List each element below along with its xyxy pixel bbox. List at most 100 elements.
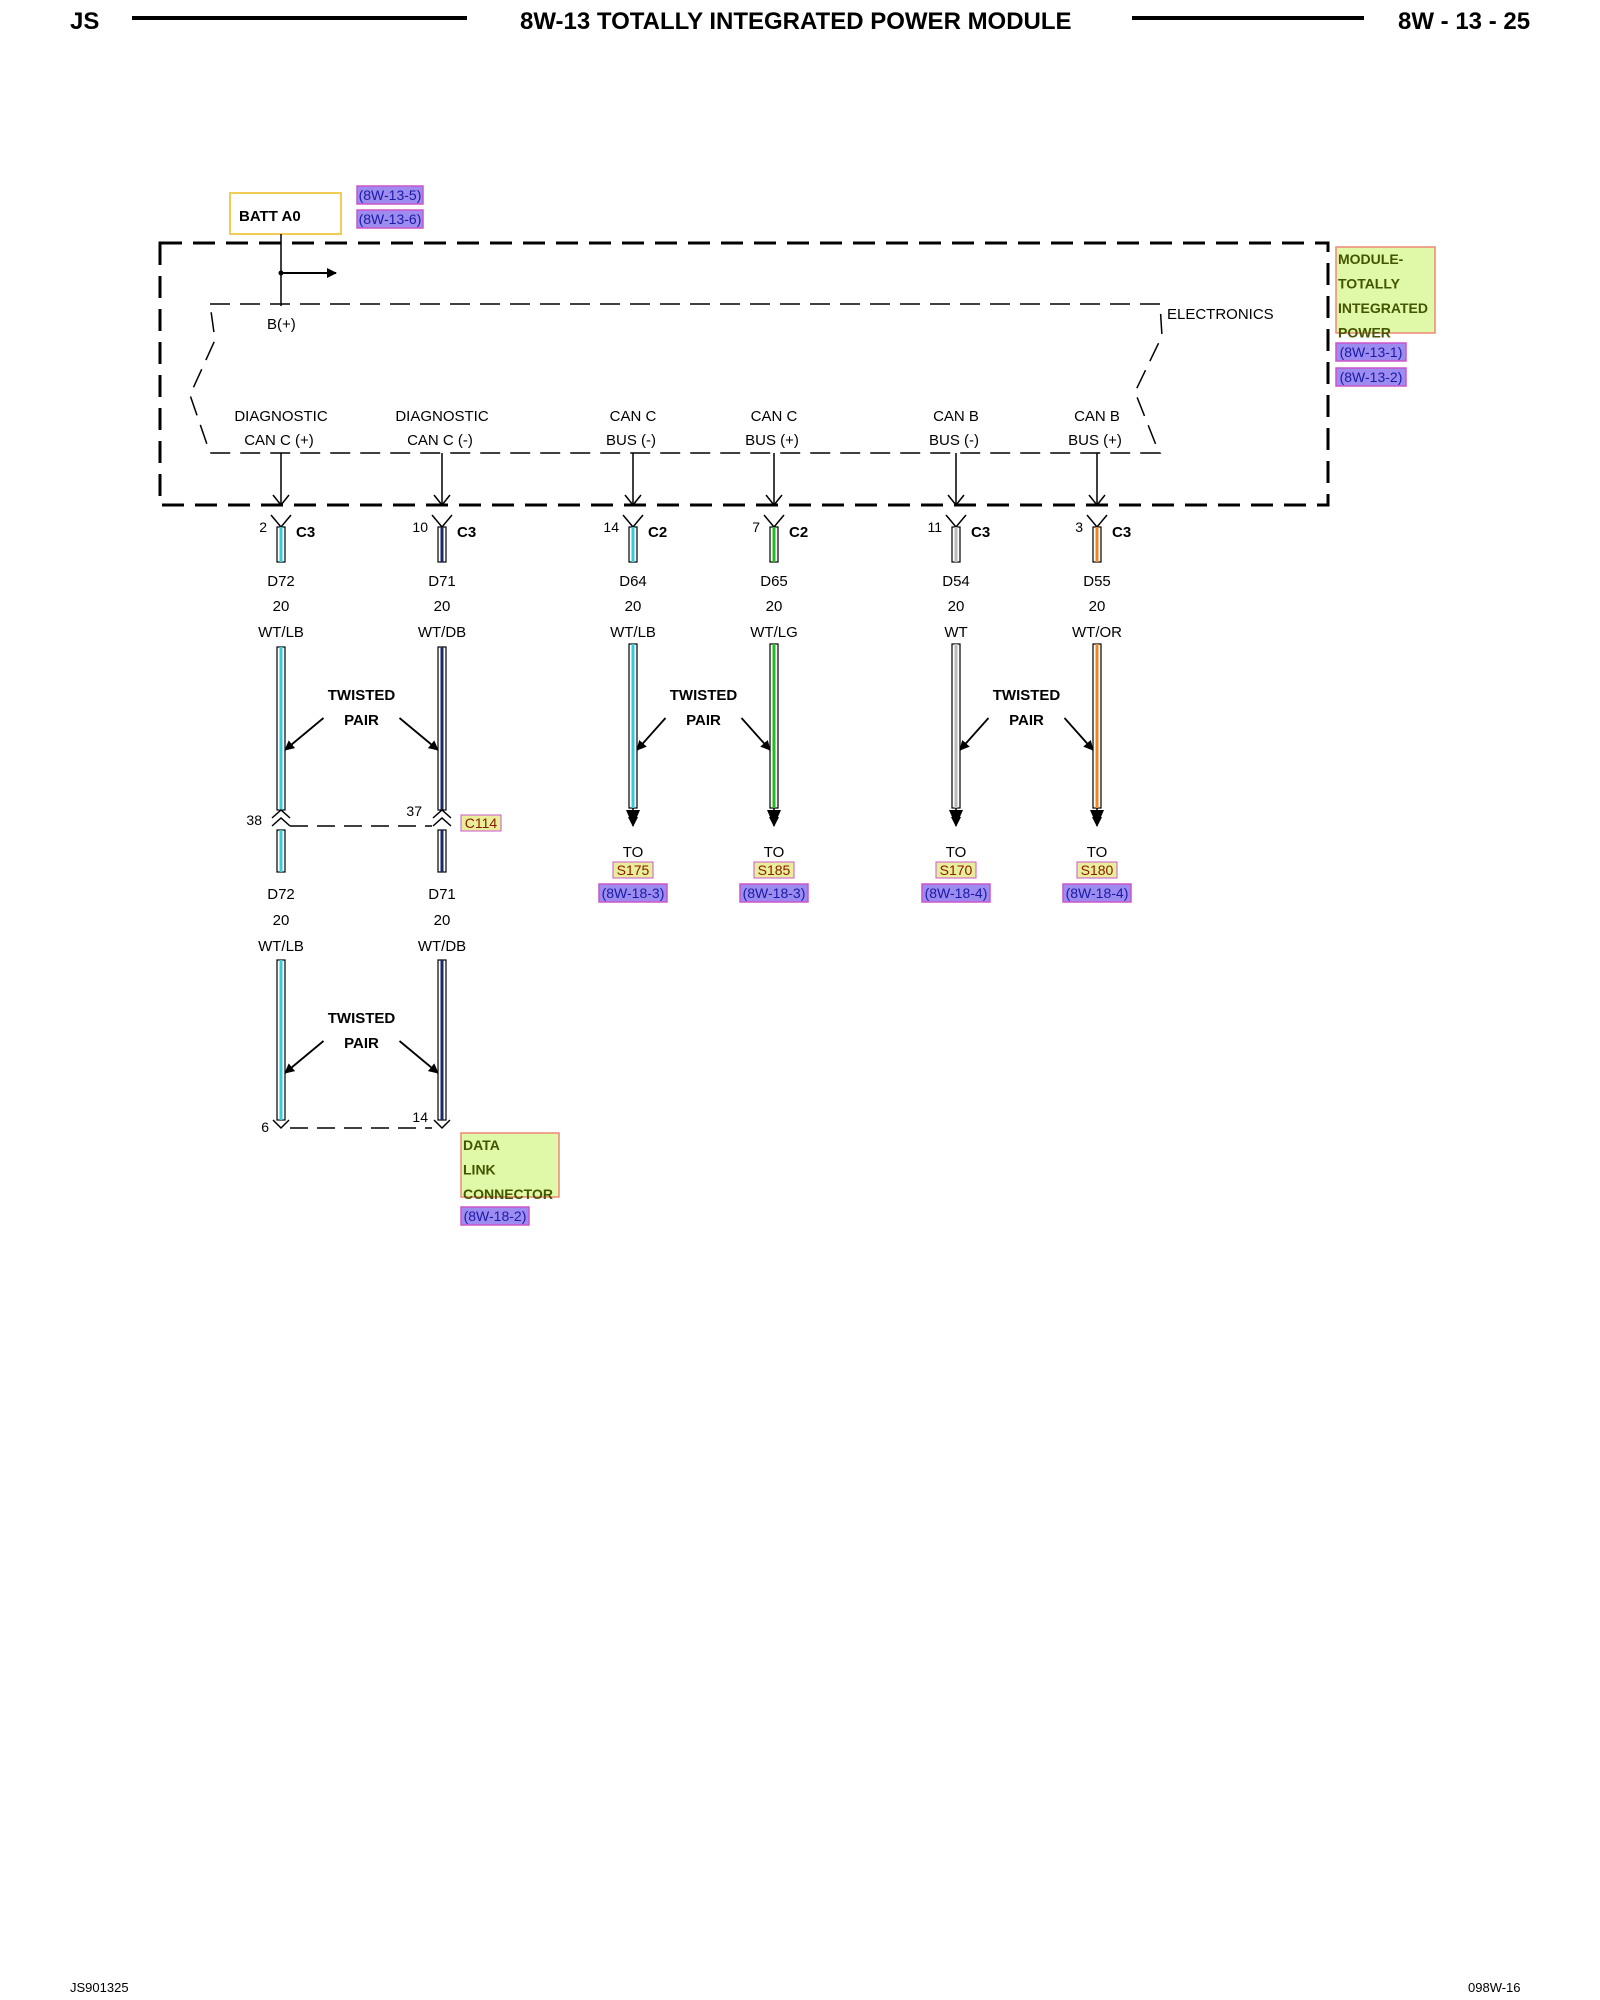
lower-gauge-0: 20 — [273, 912, 290, 929]
wire-4-main-stripe — [954, 644, 958, 808]
dest-ref-0-box — [598, 883, 668, 903]
dest-ref-0: (8W-18-3) — [602, 885, 665, 901]
dlc-ref: (8W-18-2) — [464, 1208, 527, 1224]
dlc-name-line-2: CONNECTOR — [463, 1186, 553, 1202]
connector-2-female — [622, 514, 644, 529]
wire-0-stub — [276, 526, 286, 563]
footer-left: JS901325 — [70, 1980, 129, 1995]
module-ref-1-box — [1335, 342, 1407, 362]
wire-d71-upper-stripe — [440, 647, 444, 810]
wires-layer — [270, 514, 1108, 1130]
wire-5-stub — [1092, 526, 1102, 563]
connector-5-female — [1086, 514, 1108, 529]
wire-d72-upper-stripe — [279, 647, 283, 810]
pin-label-2-line2: BUS (-) — [606, 432, 656, 449]
wire-d72-lower-stripe — [279, 960, 283, 1120]
wire-4-arrowhead — [949, 810, 963, 826]
wire-4-main — [951, 643, 961, 809]
twisted-pair-diag-lower-arrow-left — [284, 1040, 325, 1074]
twisted-pair-diag-lower-arrow-right — [398, 1040, 439, 1074]
module-name-line-0: MODULE- — [1338, 251, 1404, 267]
wire-2-stub — [628, 526, 638, 563]
gauge-4: 20 — [948, 598, 965, 615]
wire-3-main-stripe — [772, 644, 776, 808]
connector-1-female — [431, 514, 453, 529]
connector-name-2: C2 — [648, 524, 667, 541]
twisted-pair-can-b-arrow-right — [1063, 717, 1094, 751]
wire-d71-upper — [437, 646, 447, 811]
circuit-1: D71 — [428, 573, 456, 590]
pin-number-5: 3 — [1075, 519, 1083, 535]
module-name-line-2: INTEGRATED — [1338, 300, 1428, 316]
connector-3-female — [763, 514, 785, 529]
wire-d72-mid-stripe — [279, 830, 283, 872]
wire-color-1: WT/DB — [418, 624, 466, 641]
c114-female-1 — [432, 816, 452, 827]
lower-circuit-1: D71 — [428, 886, 456, 903]
wire-d72-lower — [276, 959, 286, 1121]
batt-box — [229, 192, 342, 235]
twisted-pair-can-b-line1: TWISTED — [993, 687, 1061, 704]
dest-splice-2: S170 — [940, 862, 973, 878]
wire-d71-mid — [437, 829, 447, 873]
wire-5-arrowhead — [1090, 810, 1104, 826]
wire-color-0: WT/LB — [258, 624, 304, 641]
dlc-ref-box — [460, 1206, 530, 1226]
footer-right: 098W-16 — [1468, 1980, 1521, 1995]
lower-wire-color-1: WT/DB — [418, 938, 466, 955]
dest-splice-0-box — [612, 861, 654, 879]
dest-splice-0: S175 — [617, 862, 650, 878]
connector-name-4: C3 — [971, 524, 990, 541]
dest-ref-3: (8W-18-4) — [1066, 885, 1129, 901]
batt-label: BATT A0 — [239, 208, 301, 225]
dest-ref-1: (8W-18-3) — [743, 885, 806, 901]
dest-to-2: TO — [946, 844, 967, 861]
wire-2-arrowhead — [626, 810, 640, 826]
wire-d71-lower-stripe — [440, 960, 444, 1120]
connector-name-3: C2 — [789, 524, 808, 541]
pin-number-0: 2 — [259, 519, 267, 535]
page-header: JS 8W-13 TOTALLY INTEGRATED POWER MODULE… — [0, 0, 1600, 60]
pin-4-arrow — [947, 494, 965, 507]
dlc-pin-right-arrow — [433, 1119, 451, 1130]
module-layer — [158, 192, 1330, 507]
module-name-line-3: POWER — [1338, 325, 1391, 341]
electronics-outline — [189, 303, 1163, 454]
wire-2-main-stripe — [631, 644, 635, 808]
pin-label-0-line1: DIAGNOSTIC — [234, 408, 328, 425]
twisted-pair-can-b-arrow-left — [959, 717, 990, 751]
wire-3-main — [769, 643, 779, 809]
dest-ref-2: (8W-18-4) — [925, 885, 988, 901]
dest-splice-3: S180 — [1081, 862, 1114, 878]
wire-5-main — [1092, 643, 1102, 809]
circuit-3: D65 — [760, 573, 788, 590]
wire-d72-upper — [276, 646, 286, 811]
gauge-5: 20 — [1089, 598, 1106, 615]
dest-to-0: TO — [623, 844, 644, 861]
twisted-pair-diag-upper-line2: PAIR — [344, 712, 379, 729]
connector-name-5: C3 — [1112, 524, 1131, 541]
pin-label-4-line2: BUS (-) — [929, 432, 979, 449]
pin-label-0-line2: CAN C (+) — [244, 432, 314, 449]
dest-to-1: TO — [764, 844, 785, 861]
pin-label-4-line1: CAN B — [933, 408, 979, 425]
dest-splice-3-box — [1076, 861, 1118, 879]
header-rule-left — [132, 16, 467, 20]
twisted-pair-diag-upper-line1: TWISTED — [328, 687, 396, 704]
twisted-pair-can-b-line2: PAIR — [1009, 712, 1044, 729]
pin-number-3: 7 — [752, 519, 760, 535]
wire-d71-lower — [437, 959, 447, 1121]
lower-gauge-1: 20 — [434, 912, 451, 929]
gauge-0: 20 — [273, 598, 290, 615]
pin-label-1-line2: CAN C (-) — [407, 432, 473, 449]
gauge-1: 20 — [434, 598, 451, 615]
dest-to-3: TO — [1087, 844, 1108, 861]
pin-5-arrow — [1088, 494, 1106, 507]
wire-1-stub — [437, 526, 447, 563]
module-name-line-1: TOTALLY — [1338, 276, 1401, 292]
dlc-pin-left: 6 — [261, 1119, 269, 1135]
dlc-name-line-0: DATA — [463, 1137, 500, 1153]
twisted-pair-diag-upper-arrow-left — [284, 717, 325, 751]
wire-2-stub-stripe — [631, 527, 635, 562]
